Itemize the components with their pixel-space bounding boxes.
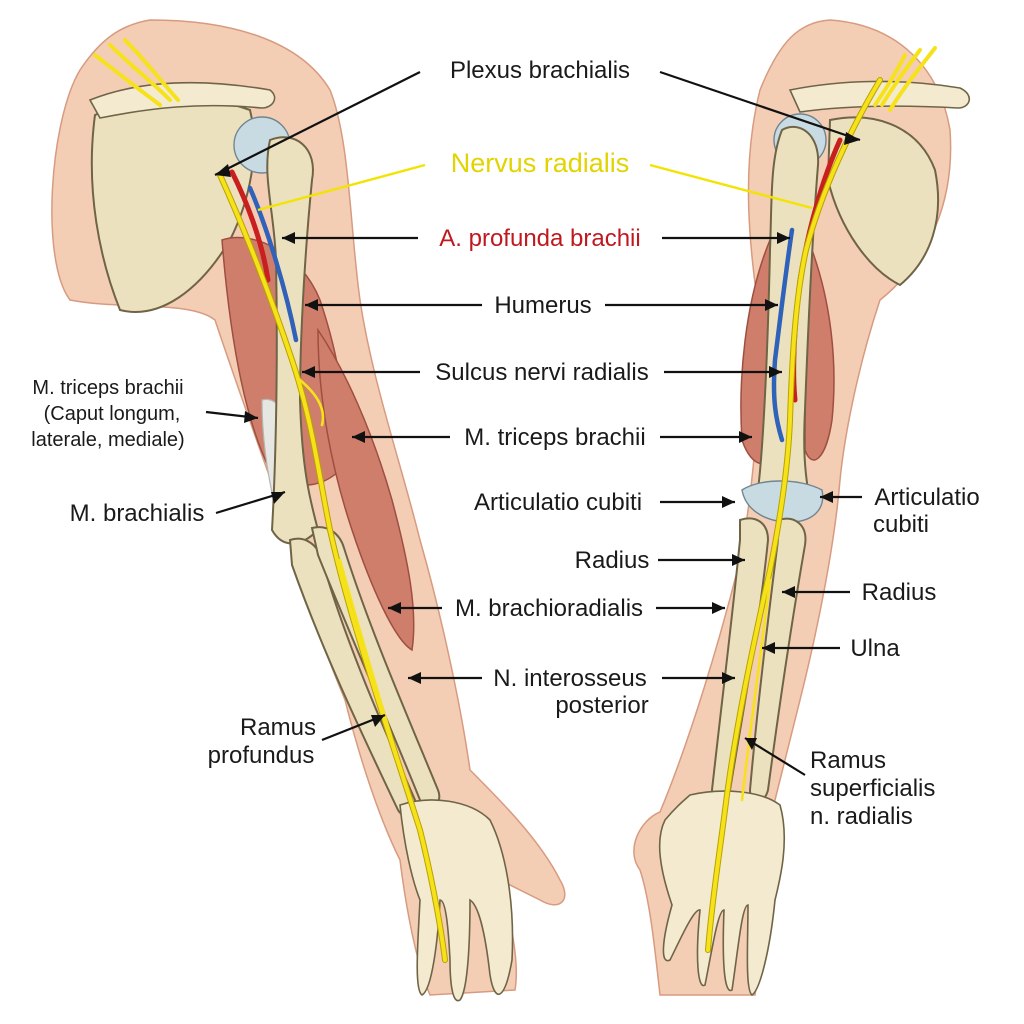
label-triceps-left-line3: laterale, mediale) xyxy=(31,429,184,451)
arrow-triceps-center-left xyxy=(352,431,365,443)
labels: Plexus brachialis Nervus radialis A. pro… xyxy=(31,57,979,830)
label-articulatio-cubiti-center: Articulatio cubiti xyxy=(474,489,642,516)
left-nerve-branch xyxy=(298,378,325,427)
arrow-triceps-left xyxy=(244,411,258,423)
label-ramus-profundus-line1: Ramus xyxy=(240,714,316,741)
leader-ramus-superficialis xyxy=(744,737,806,776)
leader-plexus-right xyxy=(659,70,861,142)
label-m-triceps-brachii: M. triceps brachii xyxy=(464,424,645,451)
label-ramus-superficialis-line2: superficialis xyxy=(810,775,935,802)
left-radial-nerve-core xyxy=(218,173,447,962)
leader-nervus-left xyxy=(257,163,426,212)
left-clavicle xyxy=(88,81,276,119)
arrow-humerus-right xyxy=(765,299,778,311)
label-n-interosseus-line2: posterior xyxy=(555,692,648,719)
right-plexus-roots xyxy=(873,46,937,112)
leader-nervus-right xyxy=(649,163,813,210)
arrow-radius-center xyxy=(732,554,745,566)
left-vein xyxy=(247,185,299,343)
label-radius-right: Radius xyxy=(862,579,937,606)
label-nervus-radialis: Nervus radialis xyxy=(451,148,630,178)
arrow-triceps-center-right xyxy=(739,431,752,443)
right-arm-illustration xyxy=(633,19,970,996)
arrow-plexus-right xyxy=(844,132,860,145)
left-ramus-profundus xyxy=(338,558,406,782)
label-humerus: Humerus xyxy=(494,292,591,319)
left-brachioradialis-muscle xyxy=(317,327,415,652)
arrow-interosseus-left xyxy=(408,672,421,684)
arrow-humerus-left xyxy=(305,299,318,311)
right-scapula xyxy=(826,116,939,287)
left-plexus-roots xyxy=(93,38,180,107)
arrow-sulcus-left xyxy=(302,366,315,378)
label-sulcus-nervi-radialis: Sulcus nervi radialis xyxy=(435,359,648,386)
label-ramus-superficialis-line3: n. radialis xyxy=(810,803,913,830)
right-ramus-superficialis xyxy=(740,578,772,802)
arrow-brachioradialis-left xyxy=(388,602,401,614)
arrow-heads xyxy=(215,132,860,750)
label-articulatio-cubiti-right-line1: Articulatio xyxy=(874,484,979,511)
label-radius-center: Radius xyxy=(575,547,650,574)
left-arm-illustration xyxy=(51,19,566,1002)
right-vein xyxy=(771,227,795,443)
right-hand-bones xyxy=(658,790,786,996)
label-triceps-left-line1: M. triceps brachii xyxy=(32,377,183,399)
label-articulatio-cubiti-right-line2: cubiti xyxy=(873,511,929,538)
arrow-interosseus-right xyxy=(722,672,735,684)
label-plexus-brachialis: Plexus brachialis xyxy=(450,57,630,84)
arrow-aprofunda-right xyxy=(777,232,790,244)
label-m-brachialis: M. brachialis xyxy=(70,500,205,527)
arrow-articulatio-center xyxy=(722,496,735,508)
label-n-interosseus-line1: N. interosseus xyxy=(493,665,646,692)
label-triceps-left-line2: (Caput longum, xyxy=(44,403,181,425)
label-ramus-profundus-line2: profundus xyxy=(208,742,315,769)
arrow-sulcus-right xyxy=(769,366,782,378)
arrow-aprofunda-left xyxy=(282,232,295,244)
arrow-ramus-superficialis xyxy=(745,738,757,750)
right-radial-nerve-core xyxy=(706,78,882,952)
left-a-profunda-brachii xyxy=(229,169,271,283)
label-a-profunda-brachii: A. profunda brachii xyxy=(439,225,640,252)
arrow-plexus-left xyxy=(215,164,231,177)
arrow-ulna xyxy=(762,642,775,654)
arrow-articulatio-right xyxy=(820,491,833,503)
left-hand-bones xyxy=(399,799,514,1002)
label-m-brachioradialis: M. brachioradialis xyxy=(455,595,643,622)
leader-plexus-left xyxy=(214,71,421,176)
arrow-radius-right xyxy=(782,586,795,598)
arrow-brachioradialis-right xyxy=(712,602,725,614)
arrow-brachialis xyxy=(271,492,285,504)
arrow-ramus-profundus xyxy=(371,715,385,727)
label-ramus-superficialis-line1: Ramus xyxy=(810,747,886,774)
label-ulna: Ulna xyxy=(850,635,900,662)
